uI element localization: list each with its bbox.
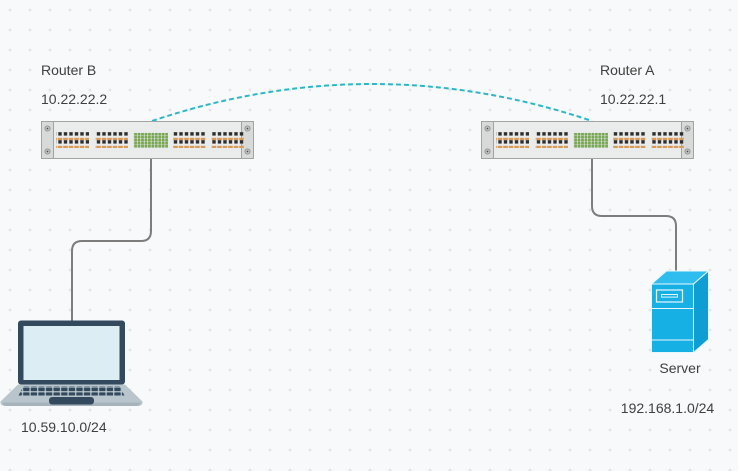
router-b-device[interactable]	[41, 121, 254, 159]
router-a-ip-label: 10.22.22.1	[600, 91, 667, 107]
router-a-label: Router A	[600, 62, 655, 78]
vpn-tunnel-edge[interactable]	[151, 83, 593, 122]
router-b-ip-label: 10.22.22.2	[41, 91, 108, 107]
router-a-device[interactable]	[481, 121, 694, 159]
server-label: Server	[659, 360, 701, 376]
router-b-laptop-edge[interactable]	[71, 158, 152, 324]
server-subnet-label: 192.168.1.0/24	[620, 400, 715, 416]
router-a-server-edge[interactable]	[591, 158, 677, 280]
laptop-subnet-label: 10.59.10.0/24	[21, 419, 107, 435]
server-device[interactable]	[651, 268, 709, 353]
laptop-device[interactable]	[0, 320, 143, 408]
router-b-label: Router B	[41, 62, 97, 78]
